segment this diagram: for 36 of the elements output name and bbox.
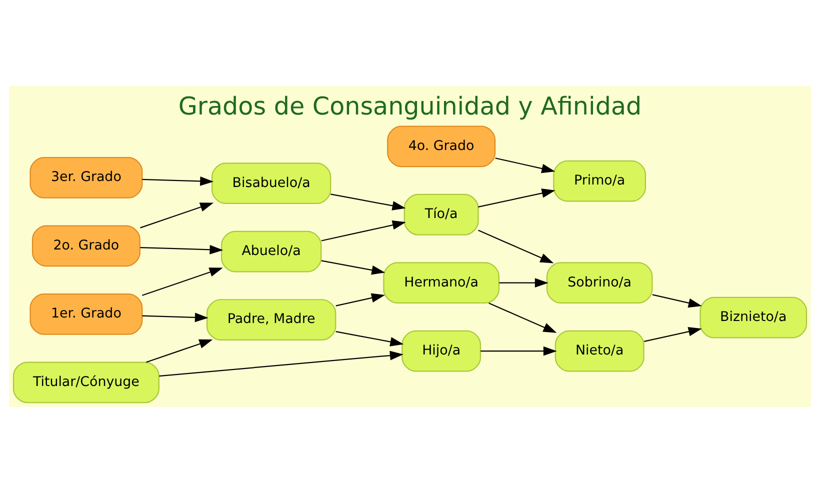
arrow bbox=[142, 176, 214, 186]
arrow bbox=[321, 220, 406, 242]
node-box: Bisabuelo/a bbox=[211, 162, 332, 204]
node-box: 3er. Grado bbox=[30, 157, 143, 198]
arrow bbox=[336, 331, 404, 346]
diagram-title: Grados de Consanguinidad y Afinidad bbox=[178, 92, 642, 121]
arrow bbox=[652, 294, 702, 308]
arrow bbox=[140, 244, 224, 254]
arrow bbox=[488, 302, 557, 333]
arrow bbox=[159, 350, 404, 377]
arrow bbox=[499, 278, 548, 288]
arrow bbox=[644, 326, 702, 342]
node-box: Hijo/a bbox=[402, 330, 482, 372]
arrow bbox=[146, 339, 213, 363]
node-box: Hermano/a bbox=[383, 262, 500, 304]
node-box: Sobrino/a bbox=[546, 262, 653, 304]
arrow bbox=[330, 194, 406, 210]
node-box: Tío/a bbox=[404, 194, 479, 236]
arrow bbox=[478, 230, 554, 264]
node-box: Primo/a bbox=[553, 160, 646, 202]
node-box: Biznieto/a bbox=[700, 296, 808, 338]
node-box: 2o. Grado bbox=[32, 225, 140, 267]
arrow bbox=[478, 188, 556, 208]
arrow bbox=[336, 293, 385, 306]
arrow bbox=[142, 312, 208, 322]
arrow bbox=[321, 260, 386, 275]
arrow bbox=[495, 158, 556, 174]
arrow bbox=[142, 268, 223, 296]
node-box: Nieto/a bbox=[554, 330, 644, 372]
node-box: Titular/Cónyuge bbox=[12, 362, 160, 404]
arrow bbox=[480, 346, 557, 356]
node-box: Abuelo/a bbox=[220, 230, 322, 272]
node-box: 4o. Grado bbox=[387, 126, 496, 168]
node-box: 1er. Grado bbox=[30, 293, 143, 335]
arrow bbox=[140, 202, 214, 228]
node-box: Padre, Madre bbox=[206, 299, 336, 340]
